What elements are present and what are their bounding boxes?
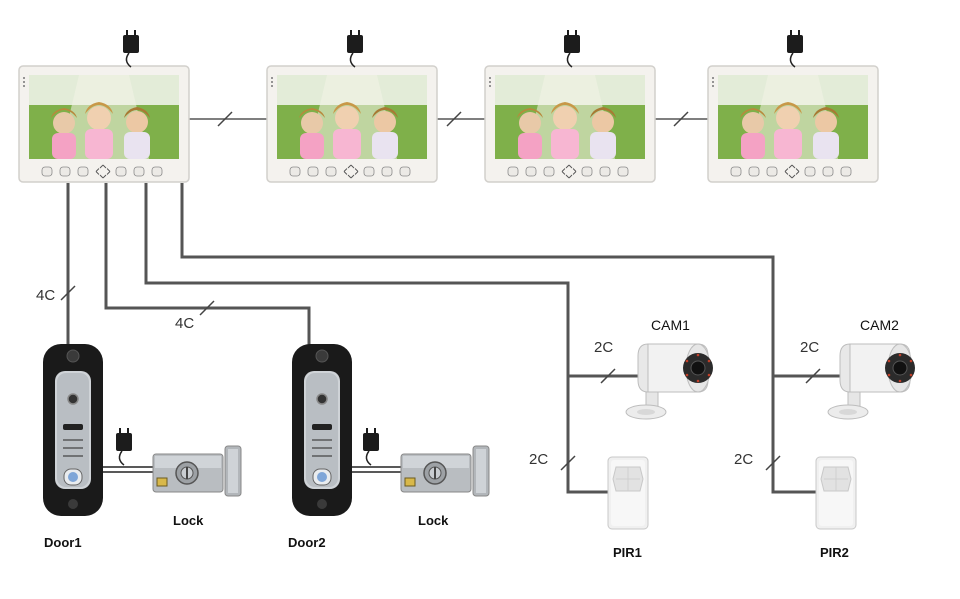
pir-sensor-1 [607, 456, 649, 530]
wire-monitor-door2 [104, 183, 311, 345]
wire-monitor-cam2-pir2 [180, 183, 816, 494]
power-adapter-icon [346, 29, 364, 68]
wire-slash-marks [60, 111, 821, 471]
wire-label-2c-cam1: 2C [594, 339, 614, 356]
cam1-label: CAM1 [651, 317, 690, 333]
power-adapter-icon [122, 29, 140, 68]
camera-1 [625, 343, 714, 420]
monitor-3 [484, 65, 656, 183]
door1-label: Door1 [44, 535, 82, 550]
wire-label-2c-pir1: 2C [529, 451, 549, 468]
wire-label-2c-pir2: 2C [734, 451, 754, 468]
cam2-label: CAM2 [860, 317, 899, 333]
wire-label-4c-door2: 4C [175, 315, 195, 332]
door1-station [42, 343, 104, 517]
wire-monitor-cam1-pir1 [144, 183, 608, 494]
pir2-label: PIR2 [820, 545, 849, 560]
lock2-label: Lock [418, 513, 449, 528]
camera-2 [827, 343, 916, 420]
monitor-2 [266, 65, 438, 183]
power-adapter-icon [786, 29, 804, 68]
lock-1 [152, 445, 242, 497]
pir-sensor-2 [815, 456, 857, 530]
monitor-4 [707, 65, 879, 183]
door2-label: Door2 [288, 535, 326, 550]
pir1-label: PIR1 [613, 545, 642, 560]
power-adapter-icon [563, 29, 581, 68]
power-adapter-icon [115, 427, 133, 466]
power-adapter-icon [362, 427, 380, 466]
monitor-1 [18, 65, 190, 183]
lock-2 [400, 445, 490, 497]
wire-label-4c-door1: 4C [36, 287, 56, 304]
door2-station [291, 343, 353, 517]
lock-wires [98, 466, 403, 473]
wire-label-2c-cam2: 2C [800, 339, 820, 356]
lock1-label: Lock [173, 513, 204, 528]
